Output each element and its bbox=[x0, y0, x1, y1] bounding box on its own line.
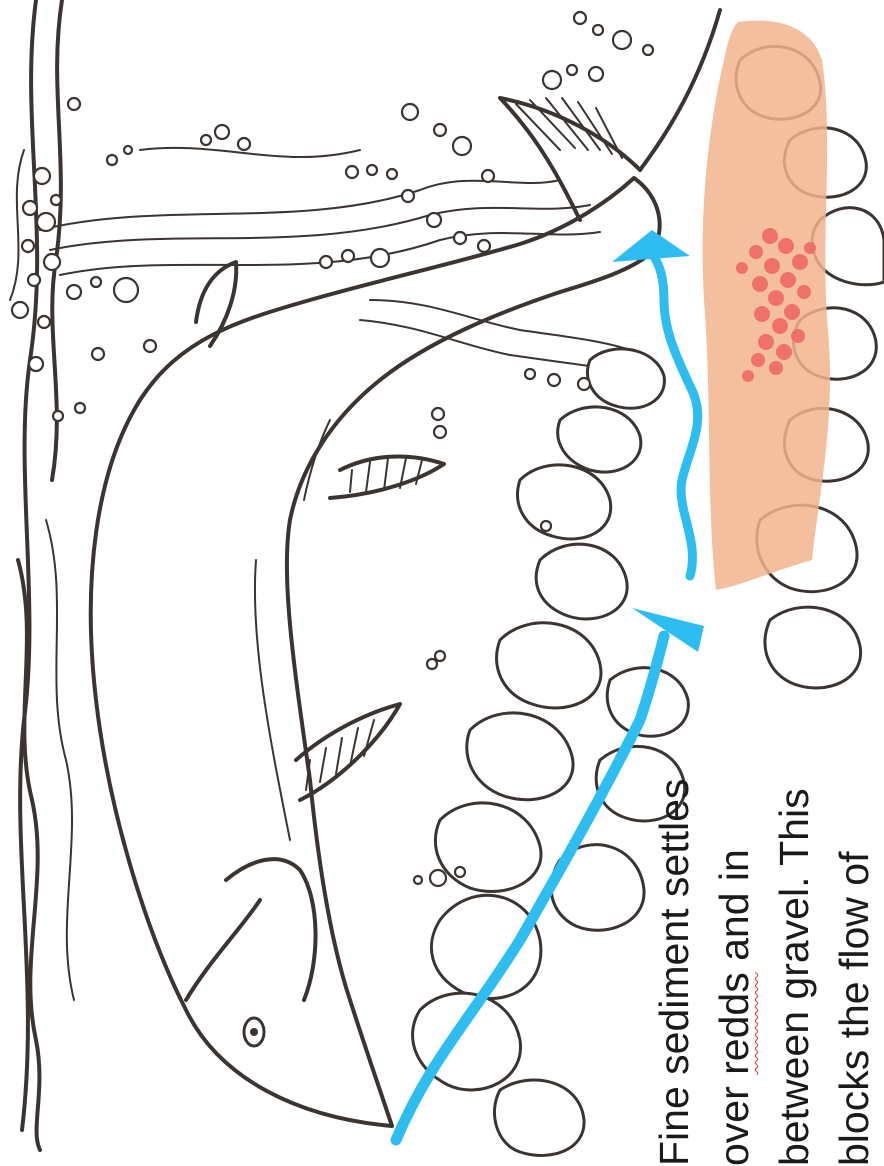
caption-line-3: between gravel. This bbox=[764, 726, 824, 1166]
caption: Fine sediment settles over redds and in … bbox=[644, 726, 884, 1166]
caption-line-1: Fine sediment settles bbox=[644, 726, 704, 1166]
sediment-layer bbox=[703, 21, 830, 590]
caption-line-4: blocks the flow of bbox=[824, 726, 884, 1166]
caption-line-2: over redds and in bbox=[704, 726, 764, 1166]
salmon-illustration bbox=[91, 10, 720, 1126]
caption-line-2-start: over bbox=[711, 1075, 757, 1166]
spelling-marked-word: redds bbox=[711, 972, 757, 1075]
current-lines bbox=[40, 148, 640, 372]
caption-line-2-end: and in bbox=[711, 849, 757, 972]
